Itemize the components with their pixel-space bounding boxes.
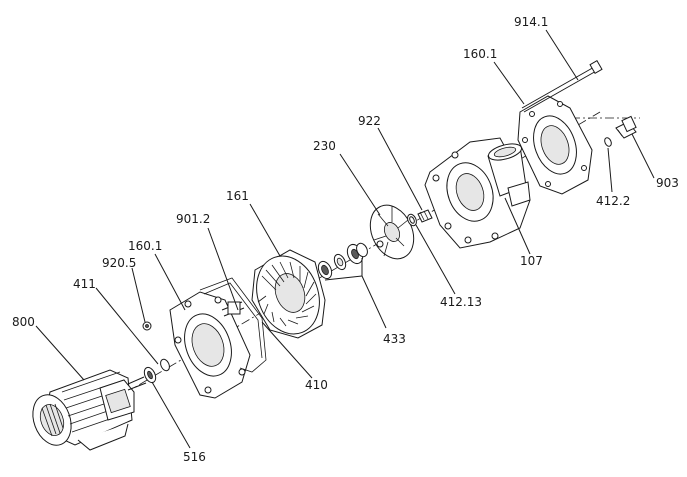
bolt-914-1 — [521, 59, 603, 113]
label-920-5: 920.5 — [102, 256, 136, 270]
pump-casing-107 — [424, 137, 531, 249]
ring-411 — [160, 358, 170, 372]
label-922: 922 — [358, 114, 381, 128]
label-412-2: 412.2 — [596, 194, 630, 208]
cover-plate-right — [517, 95, 593, 195]
label-914-1: 914.1 — [514, 15, 548, 29]
casing-cover-161 — [251, 249, 326, 339]
label-800: 800 — [12, 315, 35, 329]
label-410: 410 — [305, 378, 328, 392]
o-ring-412-13 — [407, 213, 417, 227]
cover-plate-left — [169, 291, 251, 399]
label-161: 161 — [226, 189, 249, 203]
label-160-1-left: 160.1 — [128, 239, 162, 253]
impeller-nut-922 — [417, 209, 433, 223]
label-412-13: 412.13 — [440, 295, 482, 309]
o-ring-412-2 — [604, 137, 612, 147]
ring-516 — [143, 366, 157, 384]
label-107: 107 — [520, 254, 543, 268]
nut-920-5 — [142, 321, 152, 331]
electric-motor — [32, 369, 147, 451]
label-433: 433 — [383, 332, 406, 346]
impeller-230 — [369, 204, 415, 260]
label-230: 230 — [313, 139, 336, 153]
label-901-2: 901.2 — [176, 212, 210, 226]
label-160-1-top: 160.1 — [463, 47, 497, 61]
label-903: 903 — [656, 176, 679, 190]
label-411: 411 — [73, 277, 96, 291]
label-516: 516 — [183, 450, 206, 464]
mechanical-seal-433 — [317, 242, 368, 280]
plug-903 — [615, 115, 637, 139]
leader-lines — [35, 29, 655, 449]
